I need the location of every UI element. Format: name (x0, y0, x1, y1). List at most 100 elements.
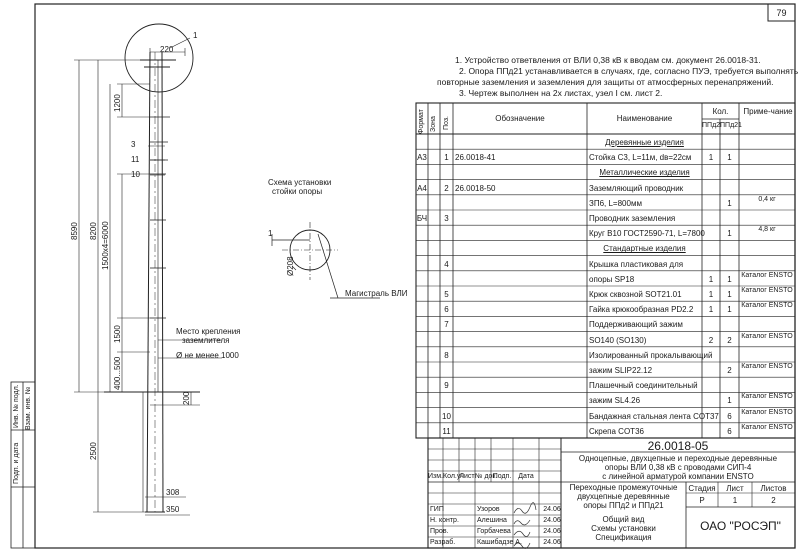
stamp-replace-inv: Взам. инв. № (25, 386, 32, 430)
signer-name: Горбачева (477, 528, 511, 535)
dim-8200: 8200 (89, 222, 98, 240)
spec-cell-note: Каталог ENSTO (741, 423, 793, 431)
spec-cell-qb: 1 (727, 198, 732, 208)
sheet-title-6: Спецификация (595, 533, 652, 542)
signer-role: ГИП (430, 506, 444, 513)
sheet-title-1: Переходные промежуточные (569, 483, 678, 492)
spec-cell-note: Каталог ENSTO (741, 393, 793, 401)
note-2: 2. Опора ППд21 устанавливается в случаях… (459, 66, 799, 76)
spec-cell-qb: 1 (727, 290, 732, 299)
dim-1500x4: 1500х4=6000 (101, 221, 110, 270)
dim-350: 350 (166, 505, 180, 514)
revision-header: Подп. (492, 473, 512, 480)
spec-cell-pos: 5 (444, 290, 449, 299)
spec-cell-name: Заземляющий проводник (589, 183, 684, 193)
spec-cell-pos: 9 (444, 381, 449, 391)
note-2-cont: повторные заземления и заземления для за… (437, 77, 774, 87)
spec-cell-pos: 4 (444, 259, 449, 269)
fixing-label-2: заземлителя (182, 336, 230, 345)
spec-cell-pos: 7 (444, 320, 449, 330)
sheets-label: Листов (760, 484, 787, 493)
stamp-inv-original: Инв. № подл. (13, 384, 20, 428)
spec-cell-name: Гайка крюкообразная PD2.2 (589, 305, 694, 315)
signer-date: 24.06 (543, 517, 561, 524)
dim-400-500: 400...500 (113, 356, 122, 390)
revision-header: № док. (475, 473, 498, 480)
spec-cell-pos: 6 (444, 305, 449, 315)
revision-header: Лист (459, 473, 475, 480)
spec-cell-note: Каталог ENSTO (741, 408, 793, 416)
stage-value: Р (699, 496, 705, 505)
spec-cell-note: Каталог ENSTO (741, 363, 793, 370)
installation-scheme (271, 222, 380, 299)
signer-name: Кашибадзе А. (477, 539, 522, 546)
spec-cell-qb: 6 (727, 411, 732, 421)
spec-cell-qa: 1 (708, 274, 714, 284)
sheet-value: 1 (732, 496, 738, 505)
side-stamp-column (10, 381, 36, 549)
leader-10: 10 (131, 170, 140, 179)
sheet-label: Лист (726, 484, 744, 493)
spec-section-heading: Стандартные изделия (603, 244, 686, 254)
spec-cell-format: А3 (417, 153, 427, 163)
header-pos: Поз. (443, 116, 450, 130)
spec-cell-qb: 6 (727, 426, 732, 436)
scheme-title-2: стойки опоры (272, 187, 323, 196)
sheet-title-5: Схемы установки (591, 524, 656, 533)
spec-cell-pos: 2 (444, 183, 449, 193)
spec-cell-format: А4 (417, 183, 427, 193)
spec-cell-qa: 1 (708, 153, 714, 163)
signer-role: Пров. (430, 528, 449, 535)
leader-1-scheme: 1 (268, 229, 273, 238)
spec-cell-name: SO140 (SO130) (589, 335, 647, 345)
dim-8590: 8590 (70, 222, 79, 240)
revision-header: Изм. (428, 473, 443, 480)
spec-cell-name: зажим SLIP22.12 (589, 366, 653, 375)
spec-cell-pos: 1 (444, 153, 449, 163)
spec-cell-qb: 1 (727, 229, 732, 239)
dim-208: Ø208 (286, 256, 295, 276)
scheme-title-1: Схема установки (268, 178, 332, 187)
company-name: ОАО "РОСЭП" (700, 519, 781, 533)
header-format: Формат (418, 109, 425, 134)
note-1: 1. Устройство ответвления от ВЛИ 0,38 кВ… (455, 55, 761, 65)
min-diameter-label: Ø не менее 1000 (176, 351, 239, 360)
signer-role: Н. контр. (430, 517, 459, 524)
doc-title-3: с линейной арматурой компании ENSTO (602, 472, 754, 481)
spec-cell-note: Каталог ENSTO (741, 332, 793, 340)
revision-header: Дата (518, 473, 534, 480)
doc-number: 26.0018-05 (647, 439, 709, 453)
signer-name: Узоров (477, 506, 500, 513)
spec-cell-name: ЗП6, L=800мм (589, 198, 642, 208)
spec-cell-name: Поддерживающий зажим (589, 320, 683, 330)
header-note: Приме-чание (743, 107, 793, 116)
spec-section-heading: Металлические изделия (599, 168, 690, 178)
signer-date: 24.06 (543, 506, 561, 513)
leader-11: 11 (131, 155, 140, 164)
spec-cell-qa: 2 (708, 335, 714, 345)
spec-cell-name: Стойка С3, L=11м, dв=22см (589, 153, 692, 163)
dim-2500: 2500 (89, 442, 98, 460)
spec-cell-name: зажим SL4.26 (589, 396, 641, 406)
spec-cell-note: 4,8 кг (758, 226, 776, 234)
dim-220: 220 (160, 45, 174, 54)
spec-cell-name: Круг В10 ГОСТ2590-71, L=7800 (589, 229, 705, 239)
spec-cell-designation: 26.0018-50 (455, 183, 496, 193)
header-qty: Кол. (712, 107, 729, 116)
revision-header: Кол.уч (443, 473, 464, 480)
page-number: 79 (776, 8, 787, 18)
spec-cell-format: БЧ (416, 214, 428, 223)
leader-1-top: 1 (193, 31, 198, 40)
sheet-title-3: опоры ППд2 и ППд21 (583, 501, 664, 510)
header-qty-a: ППд2 (702, 122, 721, 129)
doc-title-1: Одноцепные, двухцепные и переходные дере… (578, 454, 778, 463)
spec-cell-qb: 1 (727, 396, 732, 406)
dim-308: 308 (166, 488, 180, 497)
spec-cell-pos: 3 (444, 214, 449, 223)
signer-name: Алешина (477, 517, 507, 524)
spec-cell-qb: 2 (727, 366, 732, 375)
dimension-lines (74, 37, 222, 516)
spec-cell-name: Бандажная стальная лента COT37 (589, 411, 719, 421)
dim-1500: 1500 (113, 325, 122, 343)
